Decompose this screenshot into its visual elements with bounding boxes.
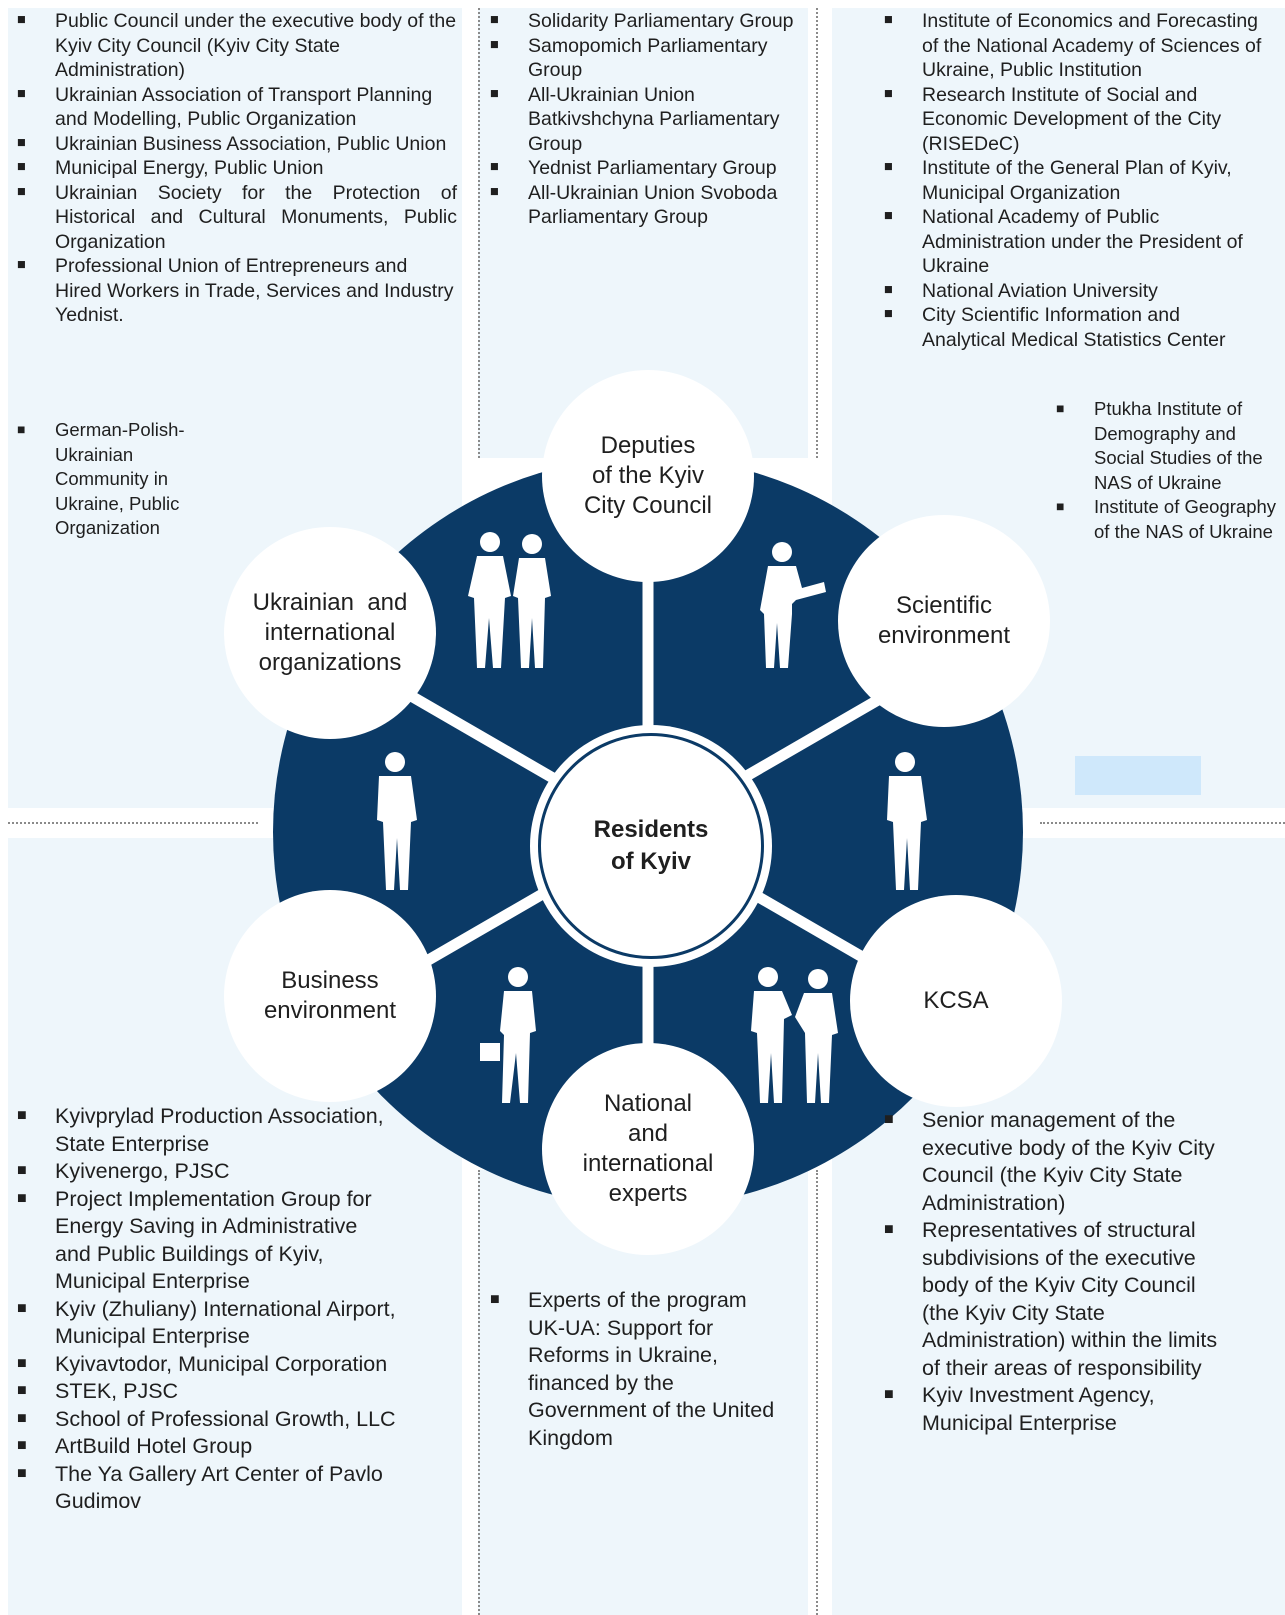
list-item: Solidarity Parliamentary Group (490, 9, 808, 34)
list-item: Institute of the General Plan of Kyiv, M… (884, 156, 1264, 205)
list-item: All-Ukrainian Union Batkivshchyna Parlia… (490, 83, 808, 157)
list-item: Kyivenergo, PJSC (17, 1158, 397, 1186)
man-with-folder-icon (887, 752, 927, 890)
divider-mid-left (8, 822, 258, 824)
list-item: City Scientific Information and Analytic… (884, 303, 1264, 352)
list-item: Ukrainian Business Association, Public U… (17, 132, 457, 157)
two-businessmen-icon (468, 532, 551, 668)
top-right-list: Institute of Economics and Forecasting o… (884, 9, 1264, 352)
men-handshake-icon (751, 967, 838, 1103)
list-item: School of Professional Growth, LLC (17, 1406, 397, 1434)
accent-box (1075, 756, 1201, 795)
bottom-left-list: Kyivprylad Production Association, State… (17, 1103, 397, 1516)
list-item: Ukrainian Society for the Protection of … (17, 181, 457, 255)
list-item: Project Implementation Group for Energy … (17, 1186, 397, 1296)
list-item: The Ya Gallery Art Center of Pavlo Gudim… (17, 1461, 397, 1516)
list-item: Professional Union of Entrepreneurs and … (17, 254, 457, 328)
list-item: Kyiv Investment Agency, Municipal Enterp… (884, 1382, 1229, 1437)
node-kcsa: KCSA (850, 895, 1062, 1107)
list-item: All-Ukrainian Union Svoboda Parliamentar… (490, 181, 808, 230)
top-right-extra-list: Ptukha Institute of Demography and Socia… (1056, 397, 1281, 544)
list-item: Senior management of the executive body … (884, 1107, 1229, 1217)
man-on-phone-briefcase-icon (480, 967, 536, 1103)
list-item: German-Polish-Ukrainian Community in Ukr… (17, 418, 202, 541)
list-item: Ptukha Institute of Demography and Socia… (1056, 397, 1281, 495)
list-item: Public Council under the executive body … (17, 9, 457, 83)
list-item: Ukrainian Association of Transport Plann… (17, 83, 457, 132)
list-item: National Academy of Public Administratio… (884, 205, 1264, 279)
list-item: ArtBuild Hotel Group (17, 1433, 397, 1461)
divider-top-right (816, 8, 818, 458)
top-left-extra-list: German-Polish-Ukrainian Community in Ukr… (17, 418, 202, 541)
list-item: Municipal Energy, Public Union (17, 156, 457, 181)
top-left-list: Public Council under the executive body … (17, 9, 457, 328)
list-item: Research Institute of Social and Economi… (884, 83, 1264, 157)
list-item: Kyivprylad Production Association, State… (17, 1103, 397, 1158)
top-middle-list: Solidarity Parliamentary Group Samopomic… (490, 9, 808, 230)
list-item: Representatives of structural subdivisio… (884, 1217, 1229, 1382)
divider-top-left (478, 8, 480, 458)
list-item: Yednist Parliamentary Group (490, 156, 808, 181)
divider-mid-right (1040, 822, 1285, 824)
list-item: Kyiv (Zhuliany) International Airport, M… (17, 1296, 397, 1351)
man-with-laptop-icon (760, 542, 826, 668)
divider-bottom-right (816, 1170, 818, 1615)
bottom-middle-list: Experts of the program UK-UA: Support fo… (490, 1287, 780, 1452)
list-item: Samopomich Parliamentary Group (490, 34, 808, 83)
list-item: Kyivavtodor, Municipal Corporation (17, 1351, 397, 1379)
list-item: Institute of Economics and Forecasting o… (884, 9, 1264, 83)
list-item: STEK, PJSC (17, 1378, 397, 1406)
list-item: Institute of Geography of the NAS of Ukr… (1056, 495, 1281, 544)
list-item: Experts of the program UK-UA: Support fo… (490, 1287, 780, 1452)
list-item: National Aviation University (884, 279, 1264, 304)
man-arms-crossed-icon (377, 752, 417, 890)
divider-bottom-left (478, 1170, 480, 1615)
bottom-right-list: Senior management of the executive body … (884, 1107, 1229, 1437)
